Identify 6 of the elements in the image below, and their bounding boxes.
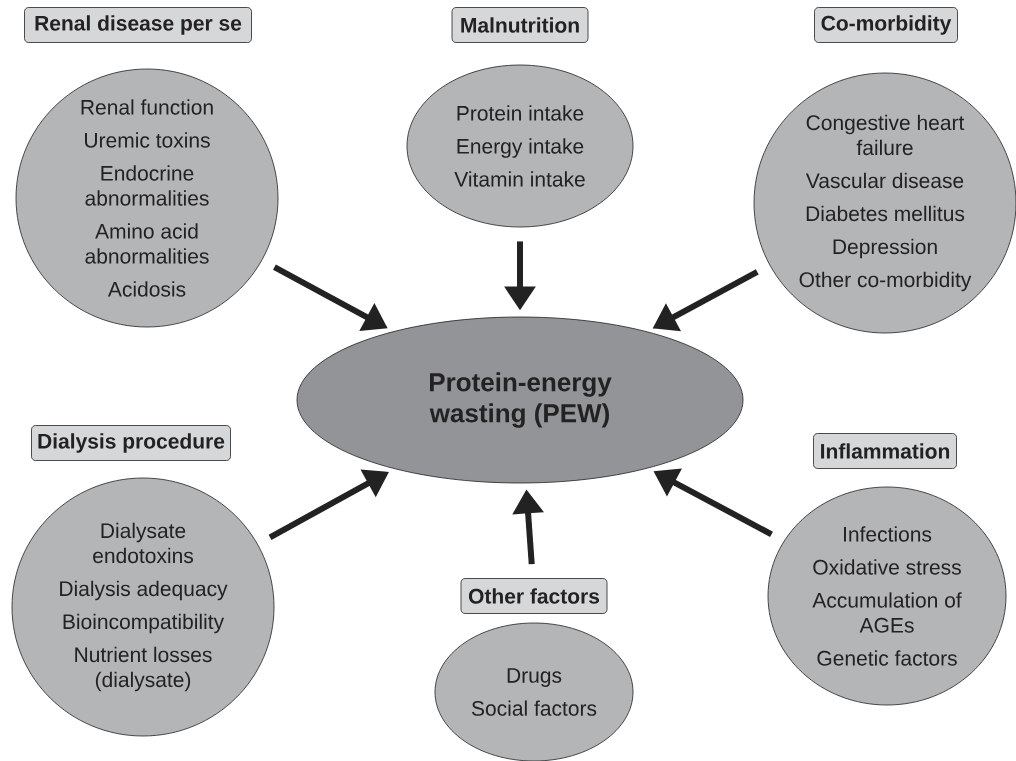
heading-box: Dialysis procedure: [31, 425, 231, 461]
heading-box: Malnutrition: [451, 7, 589, 43]
heading-box: Other factors: [460, 578, 608, 614]
heading-box: Inflammation: [813, 433, 957, 469]
heading-box: Renal disease per se: [24, 7, 252, 43]
heading-box: Co-morbidity: [814, 7, 958, 43]
